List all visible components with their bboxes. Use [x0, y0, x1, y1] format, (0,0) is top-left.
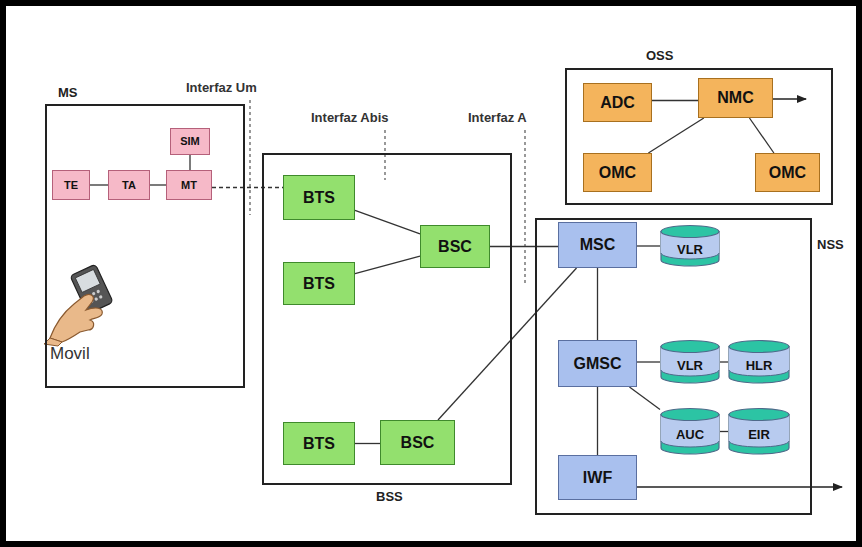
component-box: BTS	[283, 175, 355, 220]
database-cylinder: EIR	[728, 408, 790, 455]
component-name: BSC	[401, 434, 435, 452]
component-name: AUC	[676, 428, 704, 442]
component-name: SIM	[180, 135, 200, 147]
component-name: VLR	[677, 243, 703, 257]
interface-label: Interfaz Um	[186, 80, 257, 95]
connector-line	[355, 210, 420, 233]
component-name: BTS	[303, 189, 335, 207]
connector-line	[189, 155, 190, 170]
component-name: MSC	[580, 236, 616, 254]
database-cylinder: AUC	[660, 408, 720, 455]
connector-line	[597, 387, 598, 455]
component-box: BTS	[283, 422, 355, 465]
interface-line	[249, 100, 250, 215]
component-box: OMC	[583, 153, 652, 192]
component-name: TE	[64, 179, 78, 191]
connector-line	[637, 361, 660, 362]
component-box: BSC	[380, 420, 455, 465]
component-name: HLR	[746, 359, 773, 373]
output-arrow	[773, 98, 806, 99]
component-box: NMC	[698, 78, 773, 118]
component-box: TE	[52, 170, 90, 200]
device-caption: Movil	[50, 344, 90, 364]
connector-line	[355, 256, 420, 274]
subsystem-name: MS	[58, 86, 78, 100]
connector-line	[355, 443, 380, 444]
connector-line	[749, 118, 773, 153]
database-cylinder: VLR	[660, 340, 720, 384]
interface-label: Interfaz Abis	[311, 110, 389, 125]
connector-line	[90, 184, 108, 185]
connector-line	[720, 361, 728, 362]
component-name: NMC	[717, 89, 753, 107]
component-box: MT	[166, 170, 212, 200]
component-name: BSC	[438, 238, 472, 256]
component-name: GMSC	[574, 355, 622, 373]
component-name: MT	[181, 179, 197, 191]
interface-line	[524, 130, 525, 285]
connector-line	[150, 184, 166, 185]
connector-line	[629, 387, 660, 409]
component-box: IWF	[558, 455, 637, 500]
database-cylinder: HLR	[728, 340, 790, 384]
component-box: ADC	[583, 83, 652, 122]
component-box: BTS	[283, 262, 355, 305]
component-box: OMC	[755, 153, 820, 192]
subsystem-box: BSSBTSBTSBSCBTSBSC	[262, 153, 512, 485]
component-name: OMC	[599, 164, 636, 182]
subsystem-name: OSS	[646, 49, 673, 63]
component-name: TA	[122, 179, 136, 191]
interface-label: Interfaz A	[468, 110, 527, 125]
subsystem-box: OSSADCNMCOMCOMC	[565, 68, 833, 205]
component-box: TA	[108, 170, 150, 200]
component-name: BTS	[303, 435, 335, 453]
database-cylinder: VLR	[660, 225, 720, 267]
subsystem-box: NSSMSCVLRGMSCVLRHLRAUCEIRIWF	[535, 218, 812, 515]
connector-line	[637, 245, 660, 246]
subsystem-name: BSS	[376, 490, 403, 504]
connector-line	[597, 268, 598, 340]
component-box: BSC	[420, 225, 490, 268]
connector-line	[652, 100, 698, 101]
connector-line	[720, 431, 728, 432]
component-name: IWF	[583, 469, 612, 487]
component-box: GMSC	[558, 340, 637, 387]
component-box: SIM	[170, 128, 210, 155]
connector-line	[438, 268, 577, 420]
subsystem-name: NSS	[817, 238, 844, 252]
connector-line	[490, 246, 558, 247]
phone-illustration	[44, 264, 113, 346]
outer-frame	[3, 3, 859, 544]
component-name: VLR	[677, 359, 703, 373]
component-name: OMC	[769, 164, 806, 182]
interface-line	[384, 130, 385, 180]
radio-link	[212, 187, 283, 188]
component-name: BTS	[303, 275, 335, 293]
connector-line	[648, 118, 703, 153]
component-name: ADC	[600, 94, 635, 112]
component-name: EIR	[748, 428, 770, 442]
component-box: MSC	[558, 222, 637, 268]
